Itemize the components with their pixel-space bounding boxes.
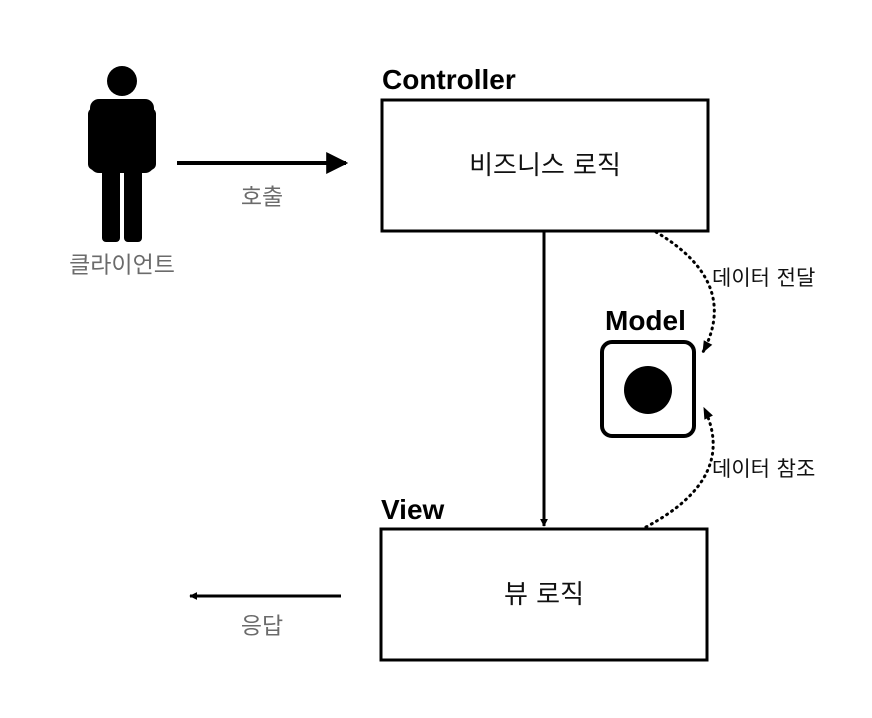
request-label: 호출 xyxy=(240,184,284,211)
data-reference-arrow xyxy=(644,406,715,529)
controller-body-text: 비즈니스 로직 xyxy=(469,151,621,181)
view-body-text: 뷰 로직 xyxy=(503,580,585,610)
view-title: View xyxy=(381,494,445,525)
controller-title: Controller xyxy=(382,64,516,95)
client-label: 클라이언트 xyxy=(69,252,175,279)
data-reference-label: 데이터 참조 xyxy=(712,457,816,481)
data-pass-arrow xyxy=(654,230,716,354)
data-pass-label: 데이터 전달 xyxy=(712,266,816,290)
view-box xyxy=(379,527,709,662)
model-title: Model xyxy=(605,305,686,336)
response-label: 응답 xyxy=(240,613,284,640)
controller-box xyxy=(380,98,710,233)
person-icon xyxy=(88,66,156,242)
filled-circle-icon xyxy=(624,366,672,414)
